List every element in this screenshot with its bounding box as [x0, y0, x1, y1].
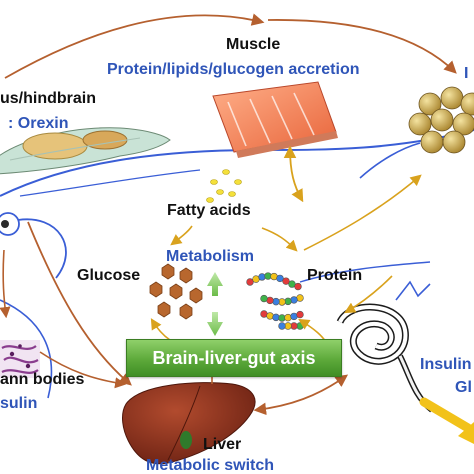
arrow-glucose-axis — [150, 318, 171, 341]
fish-lateral-line — [19, 169, 201, 197]
glucose-hexagons-icon — [149, 263, 203, 320]
protein-bead — [260, 294, 268, 303]
liver-role-label: Metabolic switch — [146, 457, 275, 474]
arrow-fatty-glucose — [170, 225, 193, 246]
protein-bead — [294, 282, 302, 291]
fatty-acids-label: Fatty acids — [167, 202, 251, 219]
egg-cluster-icon — [408, 86, 474, 154]
axis-label: Brain-liver-gut axis — [152, 347, 316, 368]
protein-bead — [246, 278, 254, 286]
muscle-fillet-icon — [212, 81, 338, 158]
insulin-left-label: sulin — [0, 395, 38, 412]
arrow-stannius-to-liver — [39, 351, 127, 389]
arrow-muscle-fatty — [283, 145, 304, 203]
arrow-right-to-gut — [344, 275, 393, 314]
arrow-brain-to-liver — [27, 221, 132, 386]
metabolism-label: Metabolism — [166, 248, 255, 265]
gut-yellow-arrow — [419, 397, 473, 433]
fish-gut-line — [299, 261, 431, 283]
fish-back-fin — [359, 142, 421, 179]
gut-coil-icon — [336, 303, 434, 413]
protein-bead — [258, 273, 266, 281]
orexin-label: : Orexin — [8, 115, 69, 132]
protein-bead — [276, 274, 284, 283]
stannius-tissue-icon — [0, 340, 40, 378]
fish-gill — [17, 218, 67, 279]
fish-belly — [0, 299, 53, 399]
muscle-role-label: Protein/lipids/glucogen accretion — [107, 61, 360, 78]
fatty-acid-droplets-icon — [206, 169, 242, 203]
protein-label: Protein — [307, 267, 363, 284]
protein-bead — [272, 297, 280, 306]
gut-yellow-arrowhead — [458, 422, 474, 444]
muscle-label: Muscle — [226, 36, 281, 53]
brain-icon — [0, 127, 171, 175]
insulin-right-label: Insulin — [420, 356, 472, 373]
arrow-left-down — [0, 249, 11, 319]
protein-bead — [278, 322, 286, 330]
arrow-gut-liver — [253, 374, 349, 416]
fish-eye-icon — [0, 212, 20, 236]
fish-belly-fin — [395, 280, 431, 301]
arrow-protein-right — [303, 174, 422, 251]
protein-bead — [284, 313, 292, 322]
protein-chain-icon — [246, 272, 304, 330]
liver-icon — [122, 382, 256, 465]
glucose-label: Glucose — [77, 267, 141, 284]
protein-bead — [290, 296, 298, 304]
protein-bead — [296, 310, 304, 319]
arrow-fatty-protein — [261, 227, 298, 252]
liver-label: Liver — [203, 436, 242, 453]
protein-bead — [266, 312, 274, 320]
protein-bead — [282, 277, 290, 285]
hindbrain-label: us/hindbrain — [0, 90, 96, 107]
stannius-bodies-label: ann bodies — [0, 371, 85, 388]
arc-arrow-top-right — [267, 19, 457, 74]
arc-arrow-top-left — [4, 13, 265, 79]
metabolism-updown-arrow-icon — [207, 272, 223, 336]
top-right-label-fragment: I — [464, 65, 469, 82]
brain-liver-gut-axis-box: Brain-liver-gut axis — [126, 339, 342, 377]
gut-right-label-fragment: Gl — [455, 379, 472, 396]
